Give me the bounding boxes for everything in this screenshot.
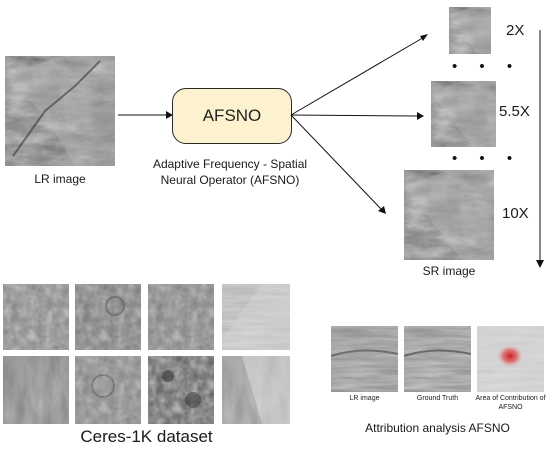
dataset-tile-5 — [3, 356, 69, 424]
attribution-ground-truth-image — [404, 326, 471, 392]
dataset-tile-3 — [148, 284, 214, 350]
sr-image-label: SR image — [422, 264, 476, 278]
scale-label-10x: 10X — [502, 205, 529, 222]
afsno-model-label: AFSNO — [202, 106, 262, 125]
dataset-tile-2 — [75, 284, 141, 350]
afsno-model-box: AFSNO — [172, 88, 292, 144]
sr-image-5-5x — [431, 81, 496, 147]
ellipsis-top: • • • — [452, 58, 522, 75]
attribution-lr-image — [331, 326, 398, 392]
attribution-title: Attribution analysis AFSNO — [365, 421, 510, 435]
scale-label-2x: 2X — [506, 22, 525, 39]
lr-image-label: LR image — [34, 172, 86, 186]
fanout-arrows — [290, 34, 428, 214]
scale-label-5-5x: 5.5X — [499, 103, 530, 120]
sr-image-10x — [404, 170, 494, 260]
scale-axis-arrow — [536, 30, 544, 268]
lr-image — [5, 56, 115, 166]
attribution-caption-gt: Ground Truth — [416, 395, 459, 402]
dataset-tile-8 — [222, 356, 290, 424]
dataset-label: Ceres-1K dataset — [80, 427, 213, 446]
dataset-tile-6 — [75, 356, 141, 424]
dataset-tile-7 — [148, 356, 214, 424]
model-caption-line2: Neural Operator (AFSNO) — [160, 173, 300, 187]
attribution-caption-lr: LR image — [349, 395, 380, 402]
dataset-tile-4 — [222, 284, 290, 350]
dataset-tile-1 — [3, 284, 69, 350]
arrow-lr-to-model — [118, 111, 173, 119]
attribution-caption-contribution-line1: Area of Contribution of — [475, 395, 546, 402]
attribution-contribution-map — [477, 326, 544, 392]
attribution-caption-contribution-line2: AFSNO — [498, 404, 523, 411]
ellipsis-bottom: • • • — [452, 150, 522, 167]
sr-image-2x — [449, 7, 491, 54]
model-caption-line1: Adaptive Frequency - Spatial — [152, 157, 308, 171]
